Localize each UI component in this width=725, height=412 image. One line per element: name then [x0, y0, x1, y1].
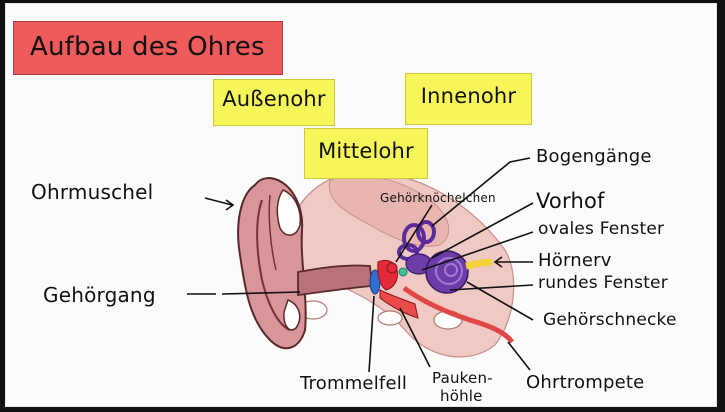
section-middle-ear: Mittelohr: [304, 128, 428, 179]
section-middle-ear-label: Mittelohr: [305, 139, 427, 163]
label-ohrtrompete: Ohrtrompete: [526, 372, 644, 393]
auricle-cavity: [277, 190, 300, 235]
auditory-nerve: [466, 262, 492, 266]
label-trommelfell: Trommelfell: [300, 373, 407, 394]
section-inner-ear: Innenohr: [405, 73, 532, 125]
ossicle-incus: [387, 263, 397, 273]
section-outer-ear: Außenohr: [213, 79, 335, 126]
label-gehoergang: Gehörgang: [43, 283, 156, 307]
label-bogengaenge: Bogengänge: [536, 146, 652, 167]
ossicle-stapes: [399, 268, 407, 276]
label-gehoerschnecke: Gehörschnecke: [543, 310, 677, 330]
section-outer-ear-label: Außenohr: [214, 87, 334, 111]
title-box: Aufbau des Ohres: [13, 21, 283, 75]
bone-cavity-2: [378, 311, 402, 325]
label-rundes-fenster: rundes Fenster: [538, 273, 668, 293]
page-title: Aufbau des Ohres: [30, 32, 265, 62]
pointer-trommelfell: [369, 296, 374, 372]
section-inner-ear-label: Innenohr: [406, 84, 531, 108]
label-paukenhoehle-1: Pauken-: [432, 369, 493, 387]
label-ohrmuschel: Ohrmuschel: [31, 180, 153, 204]
pointer-trompete: [508, 342, 530, 370]
label-ovales-fenster: ovales Fenster: [538, 219, 664, 239]
label-paukenhoehle-2: höhle: [440, 387, 483, 405]
label-gehoerknoechelchen: Gehörknöchelchen: [380, 191, 496, 205]
label-hoernerv: Hörnerv: [538, 250, 612, 271]
label-vorhof: Vorhof: [536, 189, 605, 213]
